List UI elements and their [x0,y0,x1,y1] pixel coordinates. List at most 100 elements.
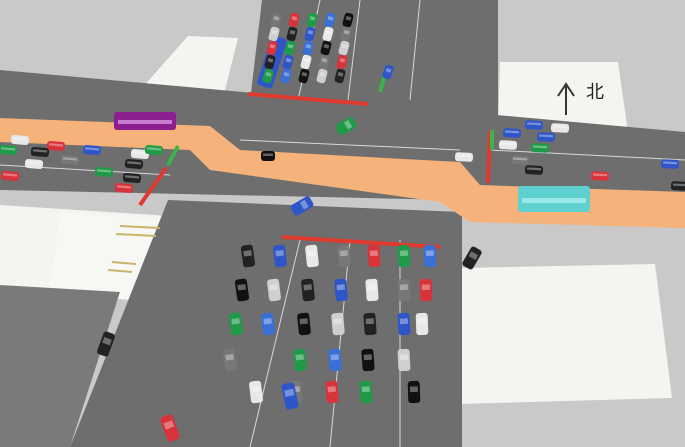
car-south-1 [273,244,287,268]
stop-line-south [281,235,441,249]
car-south-15 [261,312,275,336]
car-west-3 [0,170,20,182]
car-east-3 [524,120,544,130]
car-east-8 [660,159,680,169]
car-north-24 [334,68,346,84]
car-east-2 [502,128,522,138]
car-south-5 [397,244,411,268]
car-south-25 [397,348,411,372]
bus-lane [0,118,685,228]
block-northwest [142,36,238,94]
car-south-14 [228,312,244,336]
car-east-6 [524,165,544,175]
car-south-3 [337,244,351,268]
car-south-32 [160,414,180,442]
car-north-20 [262,68,274,84]
car-south-6 [423,244,437,268]
car-west-1 [46,140,66,152]
car-north-5 [268,26,280,42]
car-north-21 [280,68,292,84]
car-south-23 [328,348,342,372]
north-compass: 北 [557,82,604,115]
car-north-19 [336,54,348,70]
car-west-9 [60,154,80,166]
car-north-10 [266,40,278,56]
car-north-1 [288,12,300,28]
car-south-28 [325,380,339,404]
car-south-24 [361,348,375,372]
car-north-8 [322,26,334,42]
car-south-7 [234,278,250,302]
car-north-6 [286,26,298,42]
car-north-15 [264,54,276,70]
car-north-16 [282,54,294,70]
car-intersection-2 [261,151,275,161]
bus-purple-west [114,112,176,130]
car-north-13 [320,40,332,56]
car-north-22 [298,68,310,84]
car-north-4 [342,12,354,28]
car-south-16 [297,312,311,336]
road-southwest [0,285,120,447]
car-west-11 [82,144,102,156]
car-east-0 [454,152,474,162]
vehicles [0,12,685,442]
car-south-4 [367,244,381,268]
car-west-0 [0,144,18,156]
car-south-31 [281,382,299,410]
car-south-13 [419,278,433,302]
car-south-21 [222,348,238,372]
car-north-23 [316,68,328,84]
car-south-9 [301,278,315,302]
car-south-11 [365,278,379,302]
car-north-9 [340,26,352,42]
car-south-19 [397,312,411,336]
block-southwest-lot [50,212,175,300]
car-southwest-road [97,331,115,357]
car-south-18 [363,312,377,336]
car-south-30 [407,380,421,404]
bus-cyan-east [518,186,590,212]
car-south-17 [331,312,345,336]
car-west-4 [94,166,114,178]
road-east-west [0,70,685,205]
block-northeast [498,62,628,132]
car-west-6 [130,148,150,160]
car-south-29 [359,380,373,404]
crosswalk-southwest [107,225,161,273]
car-north-17 [300,54,312,70]
car-north-7 [304,26,316,42]
car-south-8 [267,278,281,302]
car-north-11 [284,40,296,56]
stop-lines [138,92,492,249]
car-west-12 [144,144,164,156]
car-west-2 [24,158,44,170]
car-west-13 [10,134,30,146]
block-southeast [458,264,672,404]
car-intersection-3 [335,116,357,136]
car-east-7 [590,171,610,181]
stop-line-north [247,92,369,106]
car-south-10 [334,278,348,302]
car-west-8 [122,172,142,184]
car-east-corner [462,246,482,270]
car-north-0 [270,12,282,28]
car-east-9 [670,181,685,191]
car-north-12 [302,40,314,56]
car-south-22 [293,348,307,372]
car-west-10 [30,146,50,158]
compass-label: 北 [586,82,604,103]
car-south-0 [240,244,256,268]
car-north-2 [306,12,318,28]
car-east-4 [530,143,550,153]
car-south-2 [305,244,319,268]
car-west-5 [124,158,144,170]
car-north-3 [324,12,336,28]
car-south-20 [415,312,429,336]
car-east-5 [536,132,556,142]
car-south-26 [249,380,263,404]
car-north-14 [338,40,350,56]
car-south-12 [397,278,411,302]
